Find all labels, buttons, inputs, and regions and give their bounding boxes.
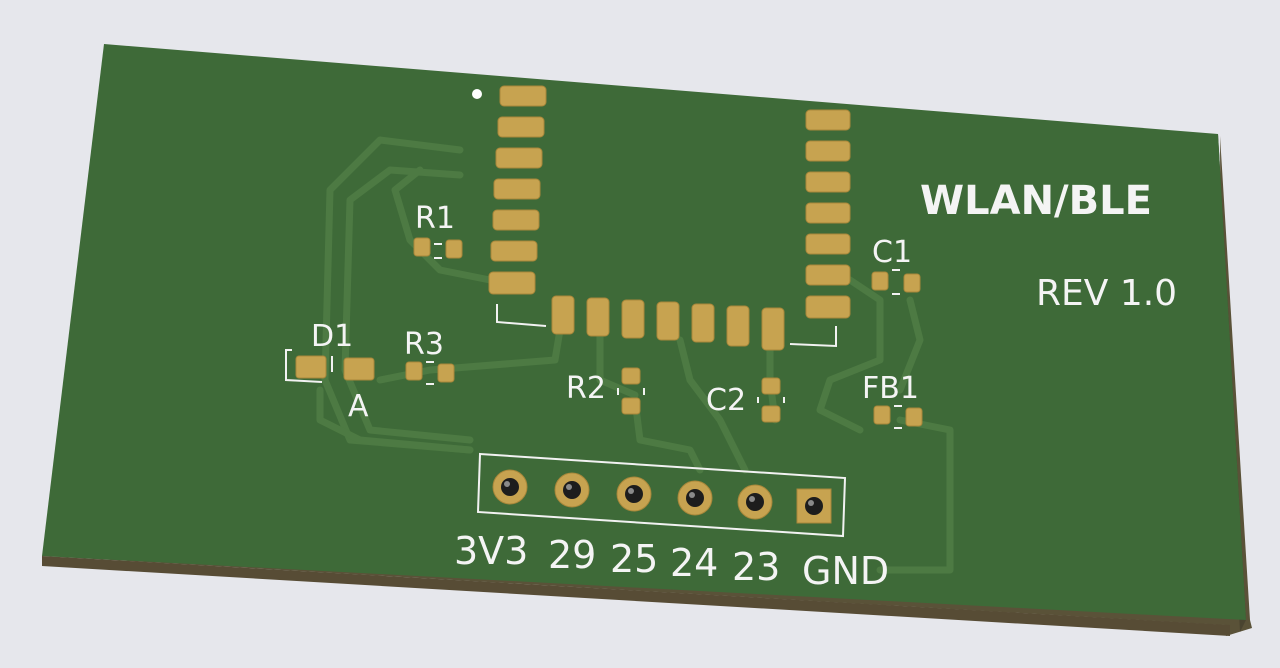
header-pin-3 — [616, 476, 652, 512]
pin-header — [476, 452, 847, 538]
pin-label-2: 29 — [548, 533, 596, 577]
board-revision: REV 1.0 — [1036, 273, 1177, 314]
resistor-r1 — [413, 237, 463, 259]
label-c2: C2 — [706, 383, 746, 418]
module-pads-right — [805, 109, 851, 319]
diode-d1 — [285, 349, 375, 383]
module-pads-left — [488, 85, 547, 295]
module-outline-right — [789, 326, 837, 348]
header-pin-5 — [737, 484, 773, 520]
pin-label-1: 3V3 — [454, 529, 528, 573]
board-side — [42, 556, 1230, 636]
board-title: WLAN/BLE — [920, 178, 1152, 224]
module-outline-left — [496, 304, 547, 327]
module-pads-bottom — [551, 295, 785, 351]
capacitor-c2 — [757, 377, 785, 423]
resistor-r3 — [405, 361, 455, 385]
label-d1-anode: A — [348, 389, 369, 424]
ferrite-fb1 — [873, 405, 923, 429]
label-r3: R3 — [404, 327, 444, 362]
pin1-marker — [472, 89, 482, 99]
label-c1: C1 — [872, 235, 912, 270]
capacitor-c1 — [871, 269, 921, 295]
pin-label-5: 23 — [732, 545, 780, 589]
label-d1: D1 — [311, 319, 353, 354]
header-pin-1 — [492, 469, 528, 505]
label-r2: R2 — [566, 371, 606, 406]
label-fb1: FB1 — [862, 371, 919, 406]
label-r1: R1 — [415, 201, 455, 236]
resistor-r2 — [617, 367, 645, 415]
pin-label-4: 24 — [670, 541, 718, 585]
pin-label-3: 25 — [610, 537, 658, 581]
header-pin-4 — [677, 480, 713, 516]
pin-label-6: GND — [802, 549, 889, 593]
header-pin-6-square — [796, 488, 832, 524]
header-pin-2 — [554, 472, 590, 508]
